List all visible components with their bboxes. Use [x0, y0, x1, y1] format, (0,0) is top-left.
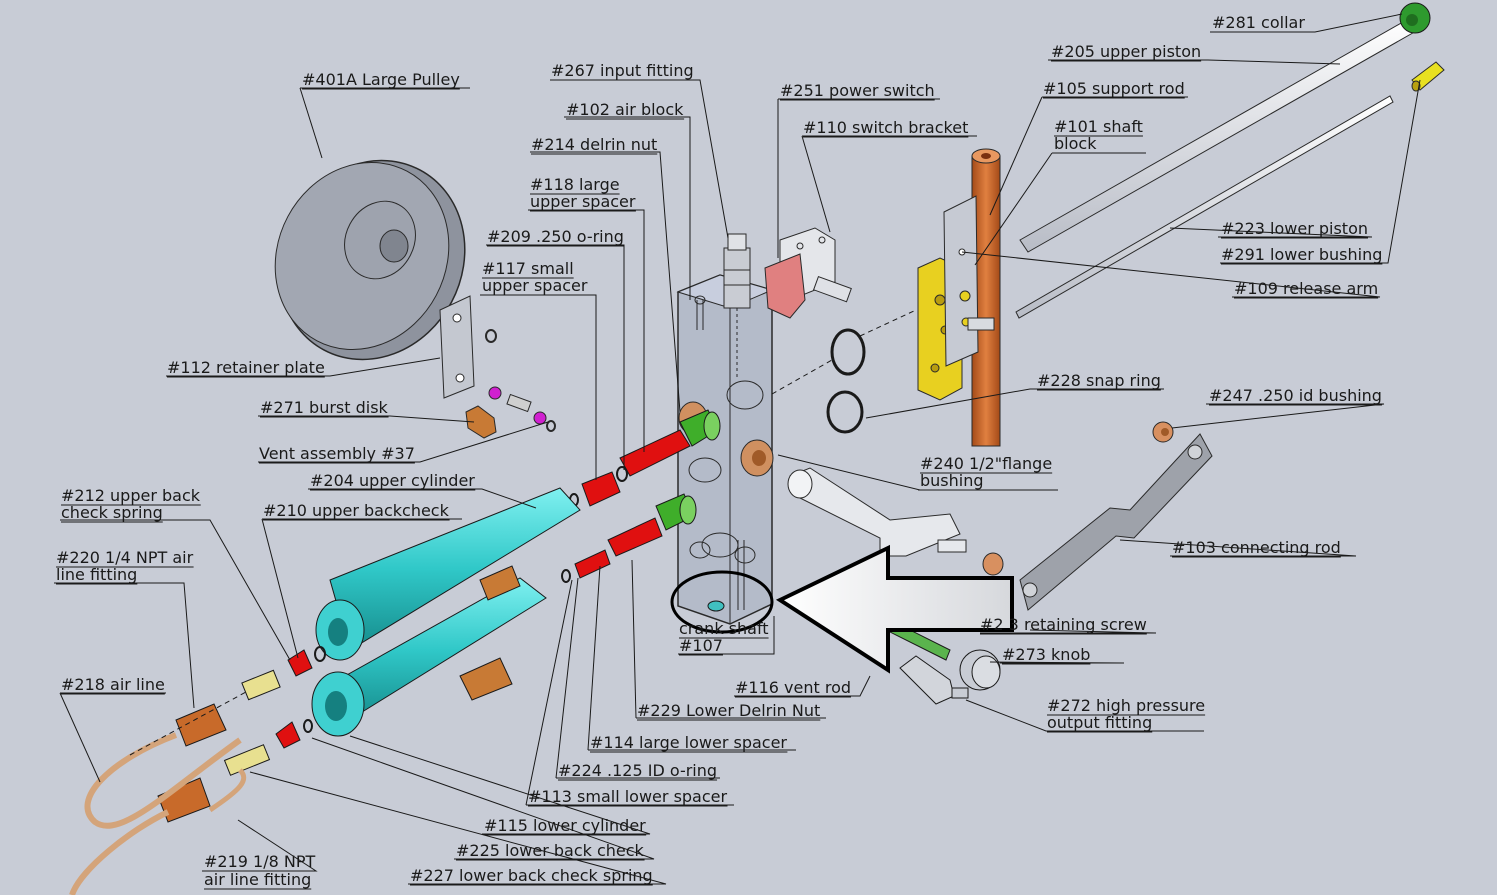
id-bushing	[1152, 421, 1174, 443]
label-lower-bushing-291: #291 lower bushing	[1221, 245, 1382, 264]
label-large-pulley-401a: #401A Large Pulley	[302, 70, 460, 89]
highlight-circle	[670, 570, 774, 634]
delrin-nut-upper	[679, 409, 721, 447]
label-small-lower-spacer-113: #113 small lower spacer	[528, 787, 728, 806]
upper-cylinder	[315, 487, 581, 661]
input-fitting	[723, 233, 751, 380]
label-large-upper-spacer-118-line2: upper spacer	[530, 192, 636, 211]
label-lower-cylinder-115: #115 lower cylinder	[484, 816, 646, 835]
label-delrin-nut-214: #214 delrin nut	[531, 135, 657, 154]
crank-shaft	[787, 467, 967, 557]
power-switch	[764, 227, 852, 319]
label-air-line-fitting-219-line1: #219 1/8 NPT	[204, 852, 315, 871]
label-input-fitting-267: #267 input fitting	[551, 61, 694, 80]
retainer-plate	[439, 295, 497, 399]
backchecks	[223, 646, 326, 776]
label-collar-281: #281 collar	[1212, 13, 1305, 32]
leader-lines	[54, 13, 1421, 885]
label-flange-bushing-240-line2: bushing	[920, 471, 984, 490]
label-shaft-block-101-line2: block	[1054, 134, 1097, 153]
label-snap-ring-228: #228 snap ring	[1037, 371, 1161, 390]
label-retaining-screw: #2 3 retaining screw	[980, 615, 1147, 634]
label-hp-output-272-line2: output fitting	[1047, 713, 1152, 732]
burst-disk	[465, 405, 497, 439]
label-id-bushing-247: #247 .250 id bushing	[1209, 386, 1382, 405]
collar	[1399, 2, 1431, 34]
label-upper-backcheck-spring-212-line2: check spring	[61, 503, 163, 522]
label-retainer-plate-112: #112 retainer plate	[167, 358, 325, 377]
label-burst-disk-271: #271 burst disk	[260, 398, 389, 417]
label-connecting-rod-103: #103 connecting rod	[1172, 538, 1341, 557]
label-small-upper-spacer-117-line1: #117 small	[482, 259, 574, 278]
vent-assembly-parts	[465, 386, 556, 439]
pointer-arrow	[775, 544, 1014, 674]
label-hp-output-272-line1: #272 high pressure	[1047, 696, 1205, 715]
orange-fittings	[157, 565, 521, 823]
hp-output-fitting	[899, 655, 969, 705]
label-o-ring-224: #224 .125 ID o-ring	[558, 761, 717, 780]
part-labels: #281 collar #205 upper piston #105 suppo…	[56, 13, 1383, 890]
label-release-arm-109: #109 release arm	[1234, 279, 1378, 298]
label-lower-delrin-nut-229: #229 Lower Delrin Nut	[637, 701, 820, 720]
label-air-line-218: #218 air line	[61, 675, 165, 694]
label-lower-piston-223: #223 lower piston	[1221, 219, 1368, 238]
label-support-rod-105: #105 support rod	[1043, 79, 1185, 98]
label-crank-shaft-107-line1: crank shaft	[679, 619, 769, 638]
lower-spacers	[561, 517, 663, 583]
label-o-ring-209: #209 .250 o-ring	[487, 227, 624, 246]
label-air-line-fitting-220-line2: line fitting	[56, 565, 137, 584]
label-large-upper-spacer-118-line1: #118 large	[530, 175, 620, 194]
lower-piston	[1015, 95, 1394, 319]
connecting-rod	[1019, 433, 1213, 611]
label-air-line-fitting-219-line2: air line fitting	[204, 870, 311, 889]
snap-rings	[826, 328, 866, 434]
air-lines	[69, 732, 247, 895]
label-knob-273: #273 knob	[1002, 645, 1090, 664]
label-upper-backcheck-spring-212-line1: #212 upper back	[61, 486, 201, 505]
delrin-nut-lower	[655, 493, 697, 531]
label-vent-assembly-37: Vent assembly #37	[259, 444, 415, 463]
label-air-block-102: #102 air block	[566, 100, 684, 119]
knob	[959, 649, 1001, 691]
lower-bushing	[1411, 61, 1445, 92]
label-shaft-block-101-line1: #101 shaft	[1054, 117, 1143, 136]
upper-spacers	[569, 429, 691, 507]
label-air-line-fitting-220-line1: #220 1/4 NPT air	[56, 548, 194, 567]
label-crank-shaft-107-line2: #107	[679, 636, 723, 655]
lower-cylinder	[311, 577, 547, 737]
large-pulley	[274, 159, 466, 361]
label-lower-back-check-225: #225 lower back check	[456, 841, 645, 860]
label-lower-back-check-spring-227: #227 lower back check spring	[410, 866, 653, 885]
label-switch-bracket-110: #110 switch bracket	[803, 118, 968, 137]
label-small-upper-spacer-117-line2: upper spacer	[482, 276, 588, 295]
label-upper-backcheck-210: #210 upper backcheck	[263, 501, 450, 520]
axis-lines	[129, 309, 917, 756]
label-large-lower-spacer-114: #114 large lower spacer	[590, 733, 787, 752]
label-upper-piston-205: #205 upper piston	[1051, 42, 1201, 61]
label-flange-bushing-240-line1: #240 1/2"flange	[920, 454, 1052, 473]
label-vent-rod-116: #116 vent rod	[735, 678, 851, 697]
label-upper-cylinder-204: #204 upper cylinder	[310, 471, 475, 490]
label-power-switch-251: #251 power switch	[780, 81, 935, 100]
release-arm	[943, 195, 995, 367]
